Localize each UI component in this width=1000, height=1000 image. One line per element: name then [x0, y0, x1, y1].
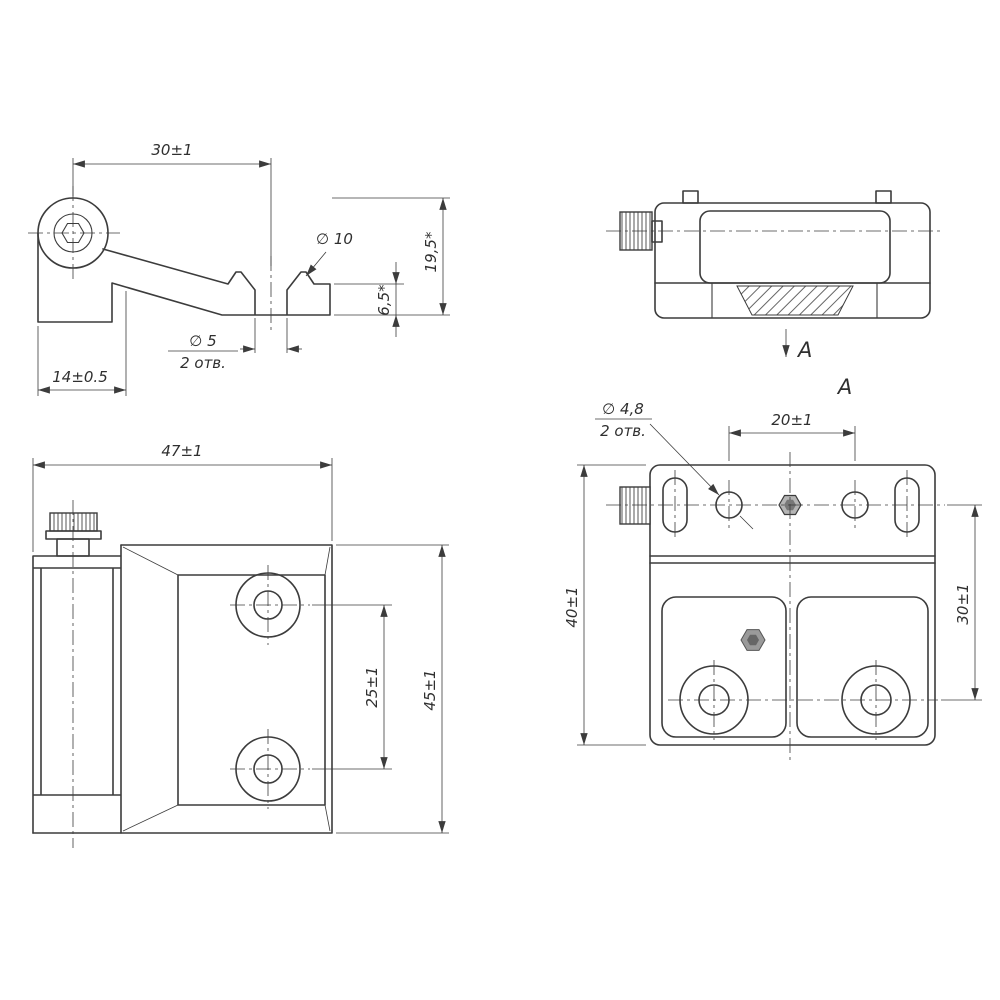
view-front: 47±1 25±1 45±1	[32, 442, 449, 848]
dim-label-dia5-count: 2 отв.	[180, 354, 226, 372]
dim-label-dia10: ∅ 10	[316, 230, 353, 248]
dim-label-dia48-count: 2 отв.	[600, 422, 646, 440]
pocket-left	[661, 596, 787, 738]
dim-label-30: 30±1	[954, 583, 972, 624]
dim-label-dia48: ∅ 4,8	[602, 400, 644, 418]
dim-label-dia5: ∅ 5	[189, 332, 216, 350]
top-body-outline	[649, 464, 936, 746]
knurled-pin-head	[619, 486, 651, 525]
knurled-pin-head	[49, 512, 98, 532]
edge-body-outline	[654, 202, 931, 319]
edge-plate-face	[699, 210, 891, 284]
plate-corner-bends	[122, 546, 331, 832]
leader-dia48	[649, 423, 720, 496]
dim-label-45: 45±1	[421, 669, 439, 710]
view-edge: A	[606, 190, 940, 362]
view-arrow-label: A	[796, 338, 812, 362]
screw-tip-core	[747, 634, 759, 646]
view-title: A	[836, 375, 852, 399]
flange-step-lines	[649, 555, 936, 564]
pin-flange	[45, 530, 102, 540]
dim-label-65: 6,5*	[375, 284, 393, 316]
dim-label-14: 14±0.5	[52, 368, 108, 386]
body-outline	[37, 232, 331, 323]
section-hatch	[736, 285, 854, 316]
dim-label-40: 40±1	[563, 586, 581, 627]
edge-tab-right	[875, 190, 892, 204]
top-centerlines	[606, 452, 945, 760]
plate-inner-face	[177, 574, 326, 806]
dim-label-30: 30±1	[151, 141, 192, 159]
pocket-right	[796, 596, 929, 738]
dim-label-195: 19,5*	[422, 231, 440, 272]
view-top: A ∅ 4,8 2 отв. 20±1 40±1	[563, 375, 982, 760]
dim-label-20: 20±1	[771, 411, 812, 429]
view-side: 30±1 ∅ 10 19,5* 6,5* ∅ 5 2 отв. 14±0.5	[28, 141, 450, 396]
pin-shaft	[651, 220, 663, 243]
dim-label-25: 25±1	[363, 666, 381, 707]
dim-label-47: 47±1	[161, 442, 202, 460]
plate-outline	[32, 544, 333, 834]
hole-centerlines	[230, 565, 310, 809]
barrel-column	[32, 544, 122, 834]
edge-tab-left	[682, 190, 699, 204]
leader-dia10	[305, 251, 327, 277]
